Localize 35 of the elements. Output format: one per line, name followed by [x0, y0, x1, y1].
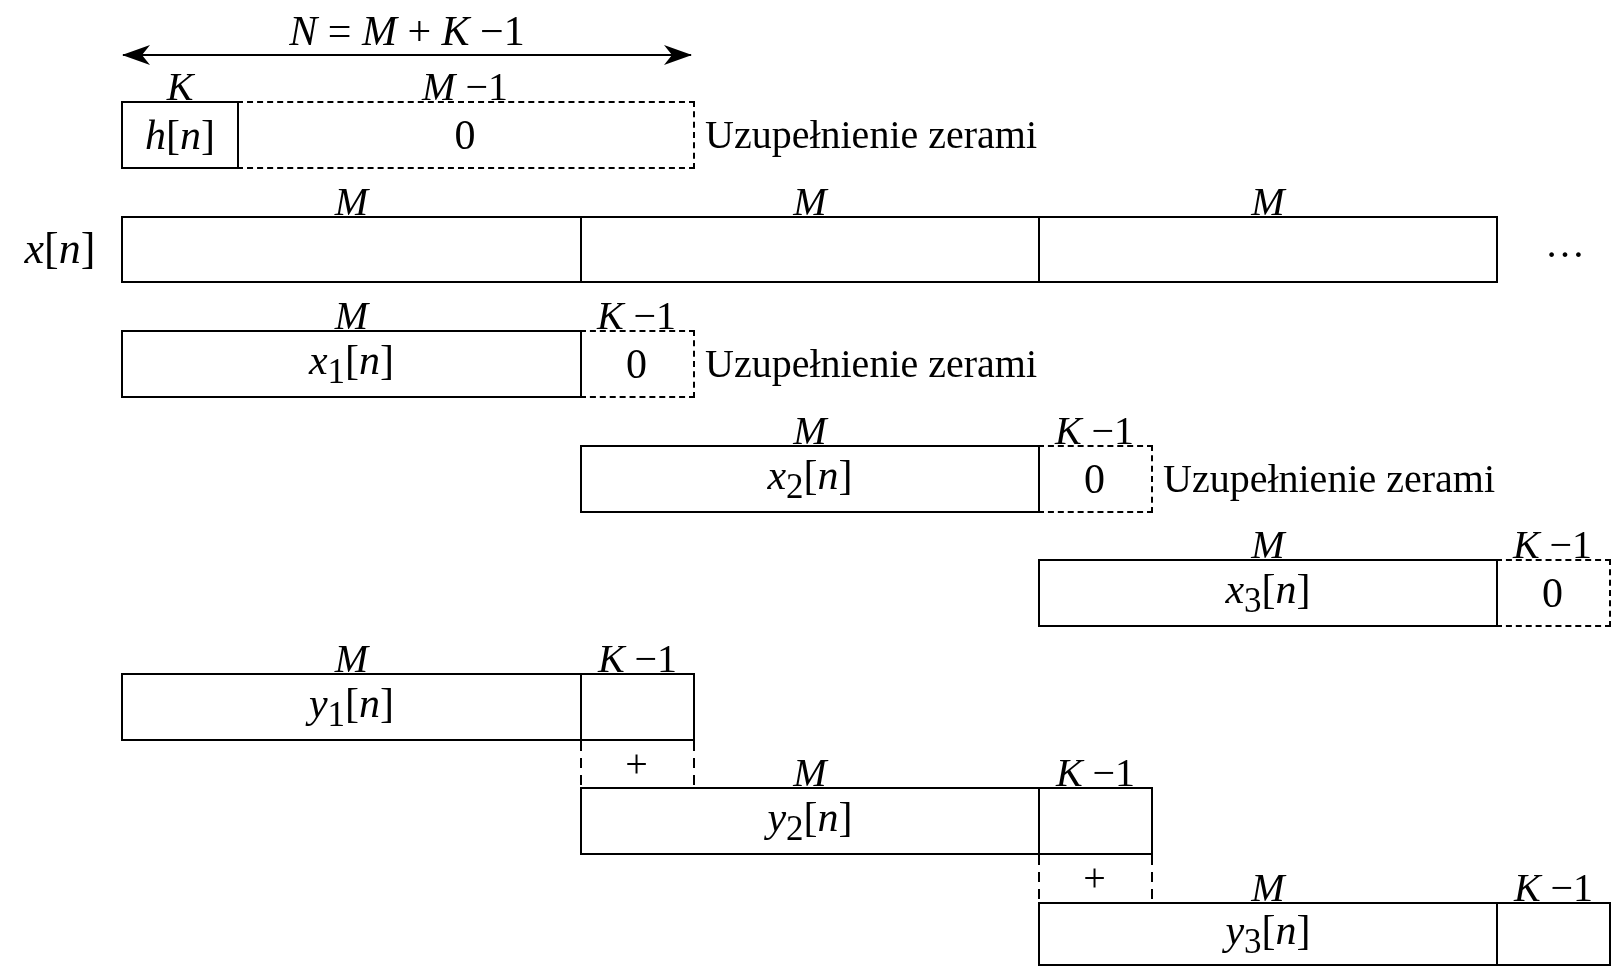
segment-label: x$_{3}$[n]	[1225, 567, 1311, 619]
annotation-text: Uzupełnienie zerami	[705, 344, 1038, 384]
length-label: M	[1251, 525, 1285, 565]
plus-sign: +	[624, 742, 649, 786]
annotation-text: Uzupełnienie zerami	[705, 115, 1038, 155]
segment-label: x$_{2}$[n]	[767, 453, 853, 505]
length-label: M	[1251, 182, 1285, 222]
length-label: K −1	[1512, 525, 1593, 565]
length-label: K −1	[596, 296, 677, 336]
length-label: K −1	[1054, 411, 1135, 451]
length-label: M	[1251, 868, 1285, 908]
length-label: K −1	[1055, 753, 1136, 793]
segment-label: h[n]	[145, 114, 215, 156]
segment-label: 0	[626, 343, 647, 385]
length-label: M	[334, 182, 369, 222]
dashed-connector	[580, 740, 582, 788]
length-label: K −1	[1513, 868, 1594, 908]
length-label: M	[334, 296, 369, 336]
length-label: M −1	[422, 67, 508, 107]
length-label: K −1	[597, 639, 678, 679]
length-label: M	[793, 182, 827, 222]
length-label: M	[793, 411, 827, 451]
length-label: M	[793, 753, 827, 793]
annotation-text: Uzupełnienie zerami	[1163, 459, 1496, 499]
ellipsis-text: …	[1544, 222, 1586, 266]
dashed-connector	[693, 740, 695, 788]
signal-label: x[n]	[23, 225, 97, 274]
plus-sign: +	[1082, 856, 1107, 900]
segment-label: 0	[1542, 572, 1563, 614]
dimension-label: N = M + K −1	[288, 8, 526, 55]
length-label: M	[334, 639, 369, 679]
length-label: K	[166, 67, 194, 107]
segment-label: x$_{1}$[n]	[308, 338, 395, 390]
segment-label: 0	[1084, 458, 1105, 500]
segment-label: 0	[454, 114, 476, 156]
